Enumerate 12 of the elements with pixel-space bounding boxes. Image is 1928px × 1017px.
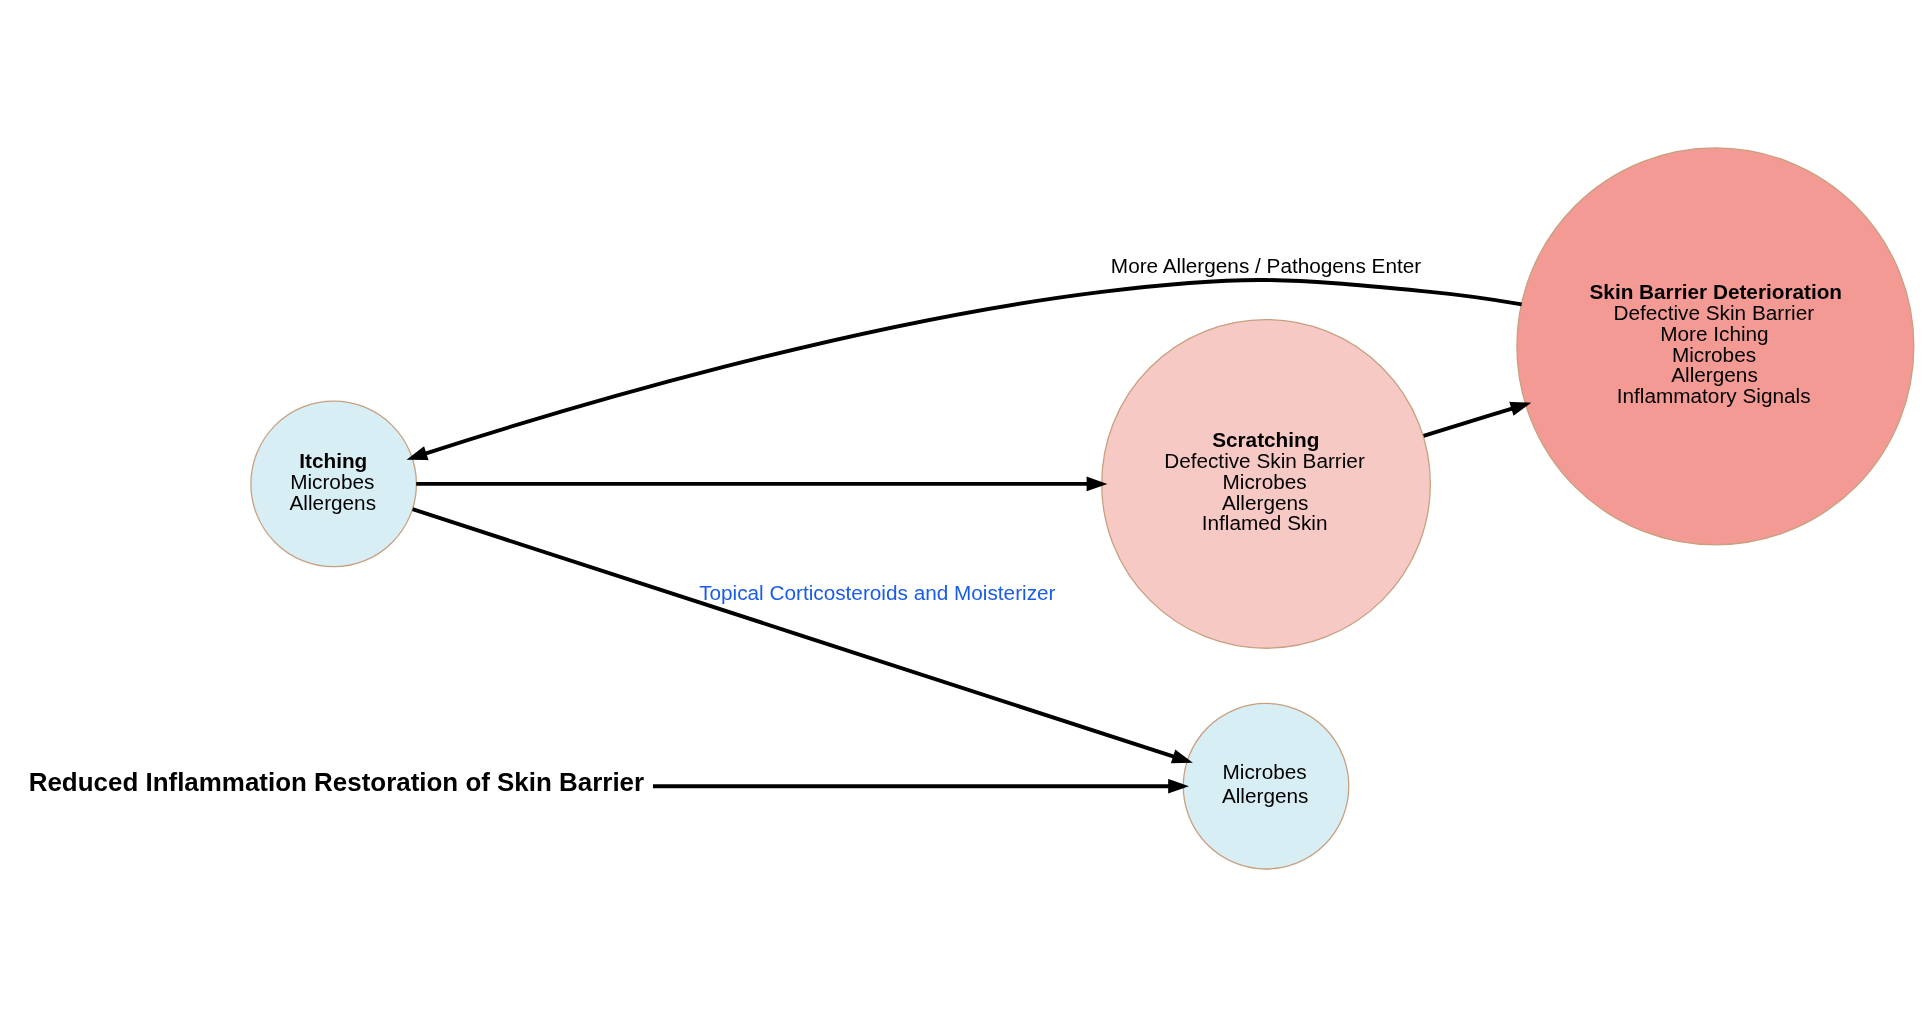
arrow [652,778,1189,794]
node-circle: Scratching Defective Skin Barrier Microbes Allergens Inflamed Skin [1101,318,1431,649]
arrow [1423,401,1532,438]
arrow [416,476,1108,492]
arrow [412,507,1193,764]
edge-label: More Allergens / Pathogens Enter [1110,254,1422,278]
edge-label: Topical Corticosteroids and Moisterizer [699,581,1056,605]
node-text: Reduced Inflammation Restoration of Skin Barrier [28,768,645,797]
node-circle: Skin Barrier Deterioration Defective Skin Barrier More Iching Microbes Allergens Inflammatory Signals [1516,147,1915,546]
arrow [406,278,1522,461]
node-circle: Microbes Allergens [1182,702,1350,870]
node-circle: Itching Microbes Allergens [250,400,418,568]
